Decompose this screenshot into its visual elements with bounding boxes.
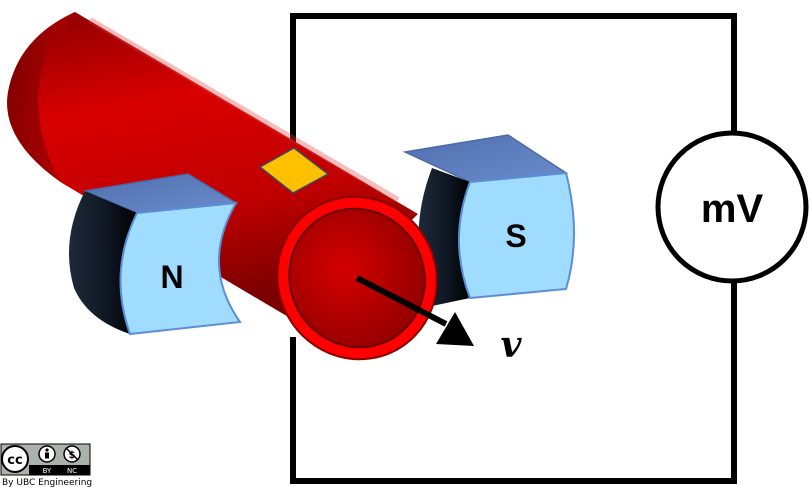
attribution-text: By UBC Engineering bbox=[2, 478, 92, 487]
cc-license-badge: cc $ BY NC By UBC Engineering bbox=[0, 443, 92, 487]
velocity-arrow-head bbox=[436, 312, 474, 346]
cc-badge-bottom bbox=[29, 465, 90, 475]
magnet-north-side bbox=[68, 191, 137, 334]
by-icon-body bbox=[45, 452, 49, 459]
circuit-wire bbox=[290, 13, 737, 484]
voltmeter-circle bbox=[655, 130, 809, 284]
pipe-highlight bbox=[88, 17, 400, 203]
magnet-south: S bbox=[402, 134, 575, 306]
magnet-south-face bbox=[458, 171, 575, 300]
velocity-label: v bbox=[501, 324, 523, 366]
electrode bbox=[258, 147, 330, 194]
pipe-back-cap bbox=[7, 12, 75, 183]
wire-top bbox=[290, 13, 737, 163]
wire-bottom bbox=[290, 279, 737, 484]
electrode-pad bbox=[258, 147, 330, 194]
velocity-arrow-shaft bbox=[355, 275, 448, 327]
magnet-north-label: N bbox=[160, 259, 183, 295]
nc-icon-slash bbox=[65, 447, 79, 461]
by-label: BY bbox=[43, 467, 52, 475]
velocity-arrow: v bbox=[355, 275, 523, 366]
by-icon-head bbox=[45, 448, 49, 452]
voltmeter: mV bbox=[655, 130, 809, 284]
cc-symbol: cc bbox=[7, 453, 22, 468]
magnet-north-face bbox=[119, 201, 242, 336]
magnet-south-label: S bbox=[505, 218, 526, 254]
voltmeter-label: mV bbox=[701, 187, 764, 231]
nc-icon-glyph: $ bbox=[69, 450, 76, 461]
magnet-north: N bbox=[68, 173, 242, 336]
nc-label: NC bbox=[67, 467, 77, 475]
cc-icon bbox=[1, 445, 29, 473]
